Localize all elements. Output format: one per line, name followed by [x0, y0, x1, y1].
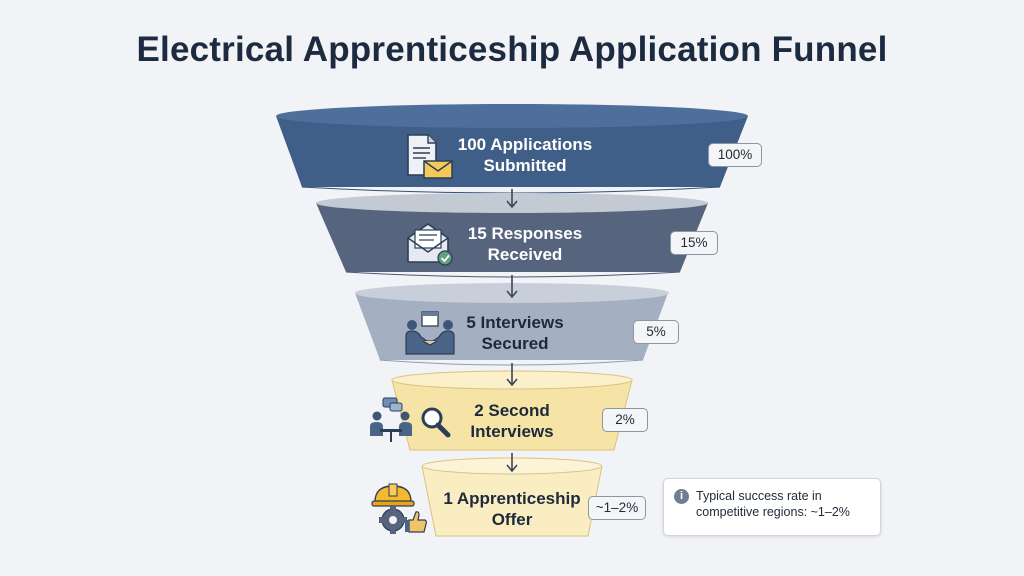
stage-1-label-line2: Submitted — [483, 156, 567, 175]
stage-4-label-line2: Interviews — [470, 422, 554, 441]
note-text-line1: Typical success rate in — [696, 489, 822, 503]
connector-arrows — [506, 189, 518, 473]
stage-3-label-line2: Secured — [481, 334, 549, 353]
stage-5-label: 1 Apprenticeship Offer — [432, 488, 592, 530]
percent-badge-stage-3: 5% — [633, 320, 679, 344]
stage-1-label-line1: 100 Applications — [457, 135, 593, 154]
stage-5-label-line2: Offer — [491, 510, 533, 529]
stage-3-label: 5 Interviews Secured — [440, 312, 590, 354]
stage-2-label-line2: Received — [487, 245, 563, 264]
stage-2-label: 15 Responses Received — [440, 223, 610, 265]
page-title: Electrical Apprenticeship Application Fu… — [136, 30, 888, 69]
funnel-stage-1 — [276, 104, 748, 194]
percent-badge-stage-4: 2% — [602, 408, 648, 432]
stage-4-label: 2 Second Interviews — [450, 400, 574, 442]
percent-badge-stage-5: ~1–2% — [588, 496, 646, 520]
stage-2-label-line1: 15 Responses — [467, 224, 583, 243]
handshake-calendar-icon — [405, 311, 455, 355]
note-text-line2: competitive regions: ~1–2% — [696, 505, 850, 519]
meeting-magnifier-icon — [370, 397, 451, 442]
envelope-check-icon — [407, 223, 453, 266]
percent-badge-stage-2: 15% — [670, 231, 718, 255]
stage-1-label: 100 Applications Submitted — [440, 134, 610, 176]
document-envelope-icon — [407, 134, 453, 179]
stage-3-label-line1: 5 Interviews — [466, 313, 564, 332]
stage-5-label-line1: 1 Apprenticeship — [443, 489, 581, 508]
success-rate-note: i Typical success rate in competitive re… — [663, 478, 881, 536]
stage-4-label-line1: 2 Second — [474, 401, 550, 420]
note-text: Typical success rate in competitive regi… — [696, 488, 874, 520]
info-icon: i — [674, 489, 689, 504]
hardhat-gear-thumbsup-icon — [371, 483, 427, 534]
percent-badge-stage-1: 100% — [708, 143, 762, 167]
